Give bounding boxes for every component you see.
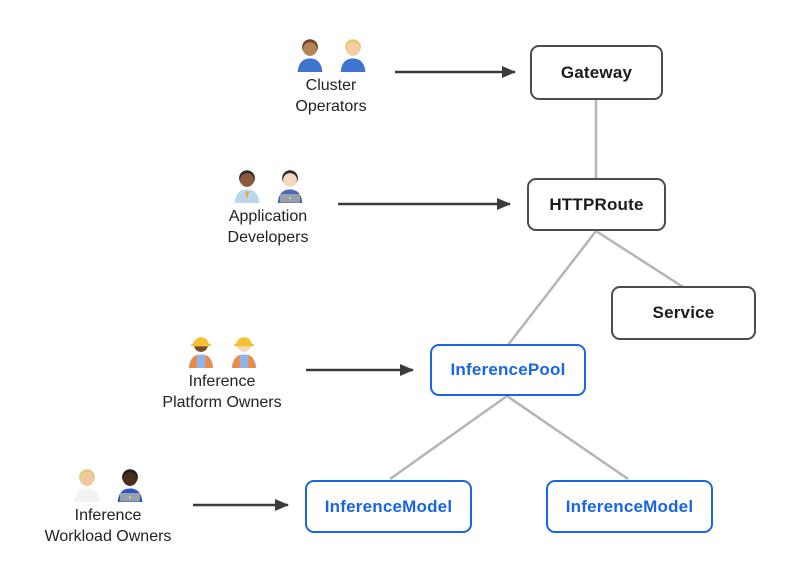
gateway-node: Gateway [530, 45, 663, 100]
inferencemodel-left-node-label: InferenceModel [324, 496, 453, 516]
actor-inference-platform-owners: Inference Platform Owners [122, 330, 322, 413]
person-icon [117, 469, 142, 502]
service-node: Service [611, 286, 756, 340]
service-node-label: Service [652, 303, 715, 322]
actor-label-line: Developers [227, 229, 309, 246]
actor-label-line: Inference [74, 507, 142, 524]
cluster-operators-icon [291, 34, 372, 72]
inference-workload-owners-icon [68, 464, 149, 502]
edge-inferencepool-inferencemodel-right [506, 394, 629, 481]
httproute-node-label: HTTPRoute [549, 194, 644, 214]
actor-label-line: Inference [188, 373, 256, 390]
person-icon [188, 337, 213, 368]
inferencemodel-right-node: InferenceModel [546, 480, 713, 533]
person-icon [297, 39, 322, 72]
person-icon [231, 337, 256, 368]
edge-httproute-inferencepool [507, 230, 597, 346]
gateway-node-label: Gateway [560, 62, 633, 82]
application-developers-icon [228, 165, 309, 203]
actor-label-line: Platform Owners [162, 394, 282, 411]
inferencepool-node-label: InferencePool [450, 360, 566, 379]
person-icon [277, 170, 302, 203]
person-icon [74, 469, 99, 502]
edge-inferencepool-inferencemodel-left [389, 394, 508, 481]
person-icon [340, 39, 365, 72]
actor-application-developers: Application Developers [168, 165, 368, 248]
person-icon [234, 170, 259, 203]
actor-label-line: Application [228, 208, 308, 225]
actor-label-line: Operators [295, 98, 367, 115]
edge-httproute-service [595, 229, 684, 289]
actor-label-line: Workload Owners [44, 528, 172, 545]
inference-platform-owners-icon [182, 330, 263, 368]
inferencemodel-left-node: InferenceModel [305, 480, 472, 533]
actor-inference-workload-owners: Inference Workload Owners [8, 464, 208, 547]
actor-label-line: Cluster [305, 77, 357, 94]
inferencepool-node: InferencePool [430, 344, 586, 396]
actor-cluster-operators: Cluster Operators [231, 34, 431, 117]
httproute-node: HTTPRoute [527, 178, 666, 231]
inferencemodel-right-node-label: InferenceModel [565, 496, 694, 516]
